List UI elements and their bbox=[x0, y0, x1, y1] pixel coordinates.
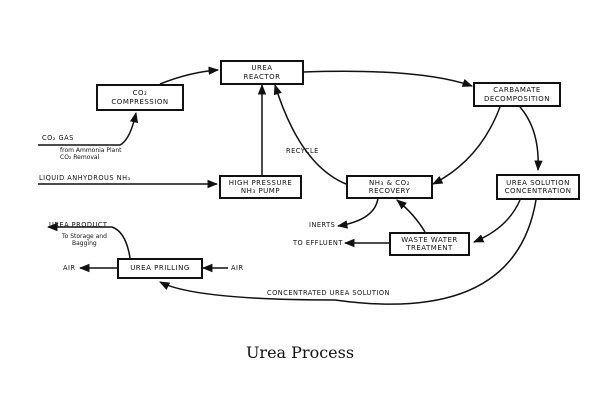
urea-solution-concentration-box: UREA SOLUTION CONCENTRATION bbox=[496, 174, 580, 200]
urea-product-label: UREA PRODUCT bbox=[49, 221, 108, 229]
urea-reactor-line-2: REACTOR bbox=[243, 72, 281, 81]
air-in-label: AIR bbox=[231, 264, 244, 272]
pump-line-1: HIGH PRESSURE bbox=[228, 178, 293, 187]
diagram-title: Urea Process bbox=[245, 343, 355, 362]
prilling-label: UREA PRILLING bbox=[130, 264, 190, 273]
co2-gas-label: CO₂ GAS bbox=[42, 134, 74, 142]
co2-compression-line-1: CO₂ bbox=[132, 89, 148, 98]
urea-product-dest-line-1: To Storage and bbox=[62, 233, 107, 240]
arrow-concentration-to-waste-water bbox=[473, 199, 521, 243]
carbamate-decomposition-box: CARBAMATE DECOMPOSITION bbox=[473, 82, 561, 107]
arrow-reactor-to-carbamate bbox=[303, 70, 473, 87]
concentrated-urea-solution-label: CONCENTRATED UREA SOLUTION bbox=[267, 289, 390, 297]
arrow-waste-water-to-recovery bbox=[396, 199, 426, 233]
waste-water-line-1: WASTE WATER bbox=[401, 235, 458, 244]
inerts-label: INERTS bbox=[309, 221, 336, 229]
concentration-line-1: UREA SOLUTION bbox=[506, 178, 570, 187]
urea-prilling-box: UREA PRILLING bbox=[117, 258, 203, 279]
waste-water-treatment-box: WASTE WATER TREATMENT bbox=[389, 232, 470, 256]
recovery-line-2: RECOVERY bbox=[368, 187, 411, 195]
nh3-co2-recovery-box: NH₃ & CO₂ RECOVERY bbox=[346, 175, 433, 199]
co2-gas-source-line-1: from Ammonia Plant bbox=[60, 147, 122, 154]
recovery-line-1: NH₃ & CO₂ bbox=[369, 178, 410, 187]
recycle-label: RECYCLE bbox=[286, 147, 319, 155]
high-pressure-pump-box: HIGH PRESSURE NH₃ PUMP bbox=[219, 175, 302, 199]
waste-water-line-2: TREATMENT bbox=[406, 244, 453, 252]
urea-reactor-line-1: UREA bbox=[251, 64, 273, 73]
co2-compression-line-2: COMPRESSION bbox=[111, 97, 169, 106]
to-effluent-label: TO EFFLUENT bbox=[293, 239, 343, 247]
co2-compression-box: CO₂ COMPRESSION bbox=[96, 84, 184, 111]
pump-line-2: NH₃ PUMP bbox=[240, 187, 281, 195]
arrow-recovery-to-inerts bbox=[336, 197, 379, 229]
arrow-compression-to-reactor bbox=[159, 66, 220, 85]
arrow-prilling-to-product bbox=[46, 222, 131, 259]
arrow-carbamate-to-recovery bbox=[432, 106, 501, 185]
liquid-ammonia-label: LIQUID ANHYDROUS NH₃ bbox=[39, 174, 131, 182]
concentration-line-2: CONCENTRATION bbox=[504, 187, 572, 195]
air-out-label: AIR bbox=[63, 264, 76, 272]
arrow-carbamate-to-concentration bbox=[519, 106, 543, 172]
carbamate-line-1: CARBAMATE bbox=[493, 86, 541, 95]
arrow-concentrated-solution-to-prilling bbox=[159, 199, 537, 305]
co2-gas-source-line-2: CO₂ Removal bbox=[60, 154, 100, 161]
arrow-co2-gas-to-compression bbox=[38, 111, 139, 146]
carbamate-line-2: DECOMPOSITION bbox=[483, 94, 551, 103]
urea-product-dest-line-2: Bagging bbox=[72, 240, 97, 247]
arrow-recycle-to-reactor bbox=[273, 83, 347, 185]
urea-reactor-box: UREA REACTOR bbox=[220, 60, 304, 85]
